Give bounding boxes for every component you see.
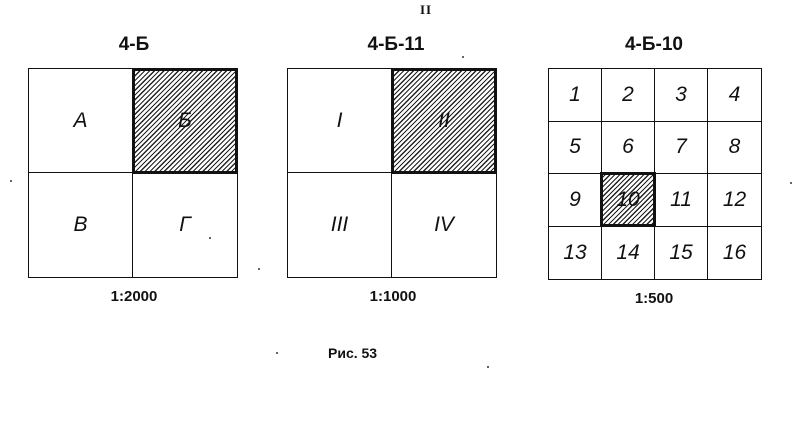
- sheet-cell: 2: [602, 69, 655, 122]
- scan-speck: [790, 182, 792, 184]
- sheet-cell: 6: [602, 121, 655, 174]
- sheet-cell: 9: [549, 174, 602, 227]
- sheet-cell: 4: [708, 69, 761, 122]
- sheet-grid: 1 2 3 4 5 6 7 8 9 10 11 12 13 14 15 16: [548, 68, 762, 280]
- sheet-cell: 8: [708, 122, 761, 174]
- sheet-cell: 1: [549, 69, 602, 122]
- sheet-title: 4-Б-10: [624, 34, 683, 55]
- sheet-panel-3: 4-Б-10 1 2 3 4 5 6 7 8 9 10 11 12 13 14 …: [548, 32, 762, 307]
- sheet-cell: 12: [708, 174, 761, 227]
- sheet-grid: I II III IV: [287, 67, 497, 278]
- scan-speck: [258, 268, 260, 270]
- sheet-title: 4-Б: [118, 34, 150, 55]
- figure-caption: Рис. 53: [328, 345, 378, 361]
- sheet-cell: III: [288, 173, 392, 277]
- scan-speck: [10, 180, 12, 182]
- scan-speck: [462, 56, 464, 58]
- sheet-title: 4-Б-11: [367, 34, 425, 55]
- sheet-cell-label: 10: [616, 187, 640, 211]
- sheet-cell-highlighted: Б: [133, 69, 237, 173]
- sheet-cell: 15: [655, 226, 708, 279]
- sheet-cell: 3: [655, 69, 708, 122]
- scan-speck: [209, 237, 211, 239]
- sheet-cell: I: [288, 69, 392, 173]
- scan-speck: [487, 366, 489, 368]
- sheet-cell: 11: [655, 174, 708, 227]
- scale-label: 1:1000: [369, 288, 417, 305]
- sheet-cell: Г: [179, 213, 191, 236]
- sheet-panel-2: 4-Б-11 I II III IV 1:1000: [287, 32, 499, 305]
- sheet-cell-label: Б: [178, 108, 192, 132]
- sheet-cell: 5: [549, 121, 602, 174]
- sheet-cell: 7: [655, 121, 708, 174]
- sheet-grid: А Б В Г: [28, 67, 238, 278]
- sheet-cell: IV: [434, 213, 454, 236]
- sheet-cell: 16: [722, 240, 747, 264]
- sheet-cell: А: [29, 69, 133, 173]
- scan-speck: [276, 352, 278, 354]
- sheet-cell-label: II: [438, 108, 450, 132]
- sheet-cell: 14: [602, 226, 655, 279]
- scale-label: 1:500: [634, 290, 674, 307]
- stray-mark: II: [420, 2, 433, 17]
- scale-label: 1:2000: [110, 288, 158, 305]
- sheet-panel-1: 4-Б А Б В Г 1:2000: [28, 32, 240, 305]
- sheet-cell-highlighted: II: [392, 69, 496, 173]
- sheet-cell: 13: [549, 226, 602, 279]
- sheet-cell: В: [29, 173, 133, 277]
- sheet-cell-highlighted: 10: [602, 174, 655, 227]
